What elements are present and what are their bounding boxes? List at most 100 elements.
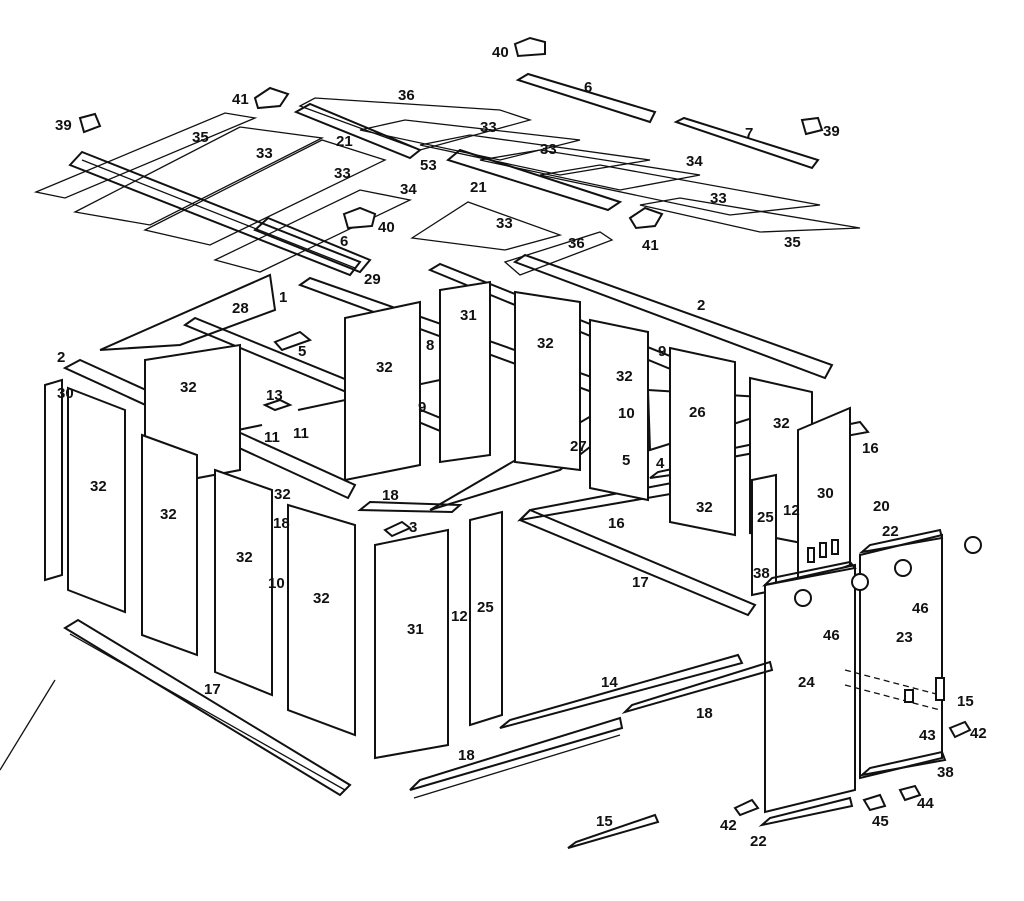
label-53: 53 (420, 157, 437, 174)
label-46-right: 46 (912, 600, 929, 617)
door-24 (764, 563, 856, 814)
label-33-center: 33 (496, 215, 513, 232)
gable-truss-28 (99, 273, 277, 351)
label-6-center: 6 (340, 233, 348, 250)
label-26: 26 (689, 404, 706, 421)
label-41-left: 41 (232, 91, 249, 108)
handle-guide-line-2 (844, 684, 941, 711)
label-10-right: 10 (618, 405, 635, 422)
part-42-bottom (733, 798, 760, 817)
label-21-left: 21 (336, 133, 353, 150)
label-1: 1 (279, 289, 287, 306)
label-16-lower: 16 (608, 515, 625, 532)
sill-17-left (63, 618, 352, 797)
label-13: 13 (266, 387, 283, 404)
label-32-front-4: 32 (313, 590, 330, 607)
wall-panel-32-back-2 (344, 300, 421, 482)
purlin-21-left (293, 102, 422, 160)
sill-rails (0, 618, 774, 849)
label-25-right: 25 (757, 509, 774, 526)
label-3: 3 (409, 519, 417, 536)
label-40-center: 40 (378, 219, 395, 236)
roof-panel-35-left (33, 112, 258, 199)
label-5-left: 5 (298, 343, 306, 360)
label-41-right: 41 (642, 237, 659, 254)
label-45: 45 (872, 813, 889, 830)
label-39-right: 39 (823, 123, 840, 140)
label-38-top: 38 (753, 565, 770, 582)
label-2-left: 2 (57, 349, 65, 366)
bracket-41-left (253, 86, 290, 110)
top-beam-2-left (62, 358, 357, 500)
ridge-beam-7-left (68, 150, 362, 277)
door-track-22-bottom (758, 796, 854, 827)
wall-panel-31-back (439, 280, 491, 464)
wall-panel-31-front (374, 528, 449, 760)
label-33-d: 33 (540, 141, 557, 158)
rail-18-right (621, 660, 774, 715)
beam-6-top (515, 72, 657, 124)
clip-3 (383, 520, 412, 538)
label-35-right: 35 (784, 234, 801, 251)
label-33-b: 33 (334, 165, 351, 182)
roof-panel-34-right (479, 149, 701, 191)
label-9-right: 9 (658, 343, 666, 360)
wall-panel-32-front-2 (141, 433, 198, 657)
label-29: 29 (364, 271, 381, 288)
label-18-right: 18 (696, 705, 713, 722)
roof-panel-33-c (359, 119, 581, 161)
wall-panel-32-back-4 (589, 318, 649, 502)
roller-46-c (894, 559, 912, 577)
rail-15-bottom (567, 813, 660, 849)
label-22-top: 22 (882, 523, 899, 540)
roof-assembly (33, 36, 861, 277)
corner-post-30 (44, 378, 63, 582)
label-18-mid: 18 (273, 515, 290, 532)
label-38-bottom: 38 (937, 764, 954, 781)
door-latch-43 (904, 689, 914, 703)
wall-panel-32-back-3 (514, 290, 581, 472)
label-44: 44 (917, 795, 934, 812)
handle-guide-line-1 (844, 669, 941, 696)
clip-5-left (273, 330, 313, 352)
label-32-back-4: 32 (616, 368, 633, 385)
bracket-40-top (513, 36, 546, 58)
clip-20-b (819, 542, 827, 558)
label-39-left: 39 (55, 117, 72, 134)
roller-46-d (964, 536, 982, 554)
label-27: 27 (570, 438, 587, 455)
clip-20-c (831, 539, 839, 555)
label-42-bottom: 42 (720, 817, 737, 834)
label-33-a: 33 (256, 145, 273, 162)
label-36-center: 36 (568, 235, 585, 252)
label-30-right: 30 (817, 485, 834, 502)
roof-panel-34-left (213, 189, 413, 273)
door-handle-15 (935, 677, 945, 701)
label-11-a: 11 (264, 429, 280, 446)
roof-panel-33-d (419, 134, 651, 176)
label-32-back-2: 32 (376, 359, 393, 376)
bracket-39-right (800, 116, 824, 136)
label-32-back-3: 32 (537, 335, 554, 352)
post-25-front (469, 510, 503, 727)
bracket-39-left (78, 112, 102, 134)
label-32-front-3: 32 (236, 549, 253, 566)
label-16-right: 16 (862, 440, 879, 457)
part-number-labels: 40 6 41 36 39 35 33 7 39 33 21 33 53 34 … (55, 44, 987, 850)
label-36-top: 36 (398, 87, 415, 104)
door-assembly (733, 528, 982, 827)
label-2-right: 2 (697, 297, 705, 314)
clip-13 (262, 398, 293, 412)
rail-14 (499, 653, 744, 729)
label-31-back: 31 (460, 307, 477, 324)
label-46-left: 46 (823, 627, 840, 644)
roof-panel-33-e (539, 164, 821, 216)
label-18-small: 18 (382, 487, 399, 504)
label-12-front: 12 (451, 608, 468, 625)
label-6-top: 6 (584, 79, 592, 96)
label-32-back-1: 32 (180, 379, 197, 396)
label-43: 43 (919, 727, 936, 744)
label-42-right: 42 (970, 725, 987, 742)
roof-panel-35-right (639, 197, 861, 233)
